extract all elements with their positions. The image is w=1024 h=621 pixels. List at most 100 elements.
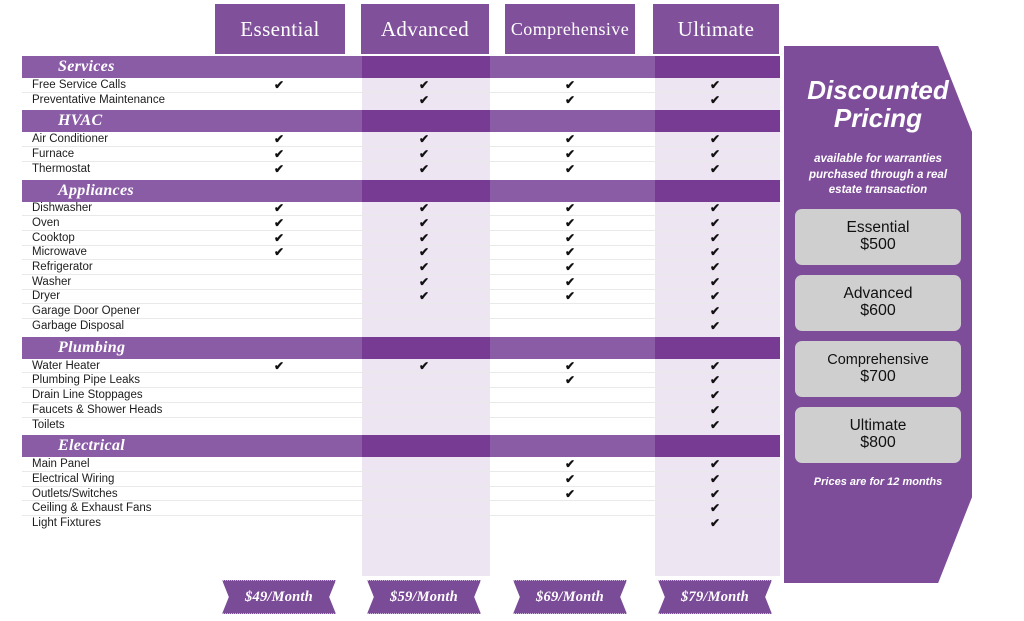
- feature-row: Dishwasher✔✔✔✔: [22, 202, 780, 217]
- check-icon: ✔: [709, 274, 721, 289]
- check-icon: ✔: [273, 230, 285, 245]
- section-header-electrical: Electrical: [22, 435, 780, 458]
- check-icon: ✔: [564, 289, 576, 304]
- check-icon: ✔: [709, 402, 721, 417]
- section-rows: Water Heater✔✔✔✔Plumbing Pipe Leaks✔✔Dra…: [22, 359, 780, 432]
- section-header-segment: [655, 179, 780, 202]
- check-icon: ✔: [564, 77, 576, 92]
- price-box-plan-name: Essential: [846, 219, 910, 237]
- feature-label: Dryer: [32, 290, 61, 303]
- feature-label: Oven: [32, 217, 60, 230]
- check-icon: ✔: [564, 146, 576, 161]
- feature-row: Ceiling & Exhaust Fans✔: [22, 501, 780, 517]
- plan-tab-comprehensive[interactable]: Comprehensive: [505, 4, 635, 54]
- feature-label: Furnace: [32, 147, 75, 160]
- monthly-price-label: $49/Month: [222, 580, 336, 614]
- section-rows: Dishwasher✔✔✔✔Oven✔✔✔✔Cooktop✔✔✔✔Microwa…: [22, 202, 780, 334]
- monthly-ribbon-comprehensive[interactable]: $69/Month: [513, 580, 627, 614]
- feature-row: Light Fixtures✔: [22, 516, 780, 531]
- check-icon: ✔: [709, 93, 721, 108]
- check-icon: ✔: [273, 132, 285, 147]
- section-title: Appliances: [58, 181, 134, 199]
- section-header-segment: [655, 110, 780, 133]
- check-icon: ✔: [709, 230, 721, 245]
- feature-label: Dishwasher: [32, 202, 93, 215]
- price-box-amount: $700: [860, 367, 896, 385]
- feature-row: Cooktop ✔ ✔ ✔ ✔: [22, 231, 780, 246]
- feature-label: Garage Door Opener: [32, 305, 141, 318]
- check-icon: ✔: [709, 516, 721, 531]
- check-icon: ✔: [418, 260, 430, 275]
- section-header-segment: [362, 336, 490, 359]
- feature-row: Toilets✔: [22, 418, 780, 433]
- check-icon: ✔: [709, 457, 721, 472]
- check-icon: ✔: [564, 201, 576, 216]
- feature-row: Outlets/Switches✔✔: [22, 487, 780, 502]
- check-icon: ✔: [564, 216, 576, 231]
- check-icon: ✔: [418, 216, 430, 231]
- price-box-amount: $800: [860, 434, 896, 452]
- check-icon: ✔: [273, 146, 285, 161]
- price-box-plan-name: Advanced: [843, 285, 913, 303]
- check-icon: ✔: [564, 373, 576, 388]
- discounted-pricing-panel: Discounted Pricing available for warrant…: [784, 46, 972, 583]
- section-rows: Main Panel✔✔Electrical Wiring✔✔Outlets/S…: [22, 457, 780, 530]
- column-band-comprehensive: [490, 56, 655, 576]
- section-title: Services: [58, 58, 115, 75]
- feature-label: Outlets/Switches: [32, 487, 118, 500]
- feature-label: Toilets: [32, 418, 65, 431]
- section-rows: Free Service Calls✔✔✔✔Preventative Maint…: [22, 78, 780, 107]
- check-icon: ✔: [709, 146, 721, 161]
- feature-row: Drain Line Stoppages✔: [22, 388, 780, 403]
- section-header-services: Services: [22, 56, 780, 78]
- check-icon: ✔: [709, 162, 721, 177]
- check-icon: ✔: [709, 501, 721, 516]
- monthly-ribbon-advanced[interactable]: $59/Month: [367, 580, 481, 614]
- check-icon: ✔: [418, 93, 430, 108]
- plan-tab-advanced[interactable]: Advanced: [361, 4, 489, 54]
- feature-label: Thermostat: [32, 163, 91, 176]
- check-icon: ✔: [418, 77, 430, 92]
- check-icon: ✔: [564, 457, 576, 472]
- feature-row: Refrigerator✔✔✔: [22, 260, 780, 275]
- price-box-amount: $600: [860, 302, 896, 320]
- price-box-comprehensive[interactable]: Comprehensive$700: [795, 340, 961, 397]
- feature-label: Drain Line Stoppages: [32, 389, 143, 402]
- monthly-ribbon-ultimate[interactable]: $79/Month: [658, 580, 772, 614]
- check-icon: ✔: [564, 274, 576, 289]
- feature-row: Preventative Maintenance✔✔✔: [22, 93, 780, 108]
- feature-row: Dryer✔✔✔: [22, 290, 780, 305]
- feature-label: Electrical Wiring: [32, 472, 115, 485]
- price-box-essential[interactable]: Essential$500: [795, 208, 961, 265]
- plan-tab-essential[interactable]: Essential: [215, 4, 345, 54]
- check-icon: ✔: [418, 274, 430, 289]
- price-box-advanced[interactable]: Advanced$600: [795, 274, 961, 331]
- feature-label: Preventative Maintenance: [32, 94, 165, 107]
- feature-row: Plumbing Pipe Leaks✔✔: [22, 373, 780, 389]
- check-icon: ✔: [709, 471, 721, 486]
- feature-label: Free Service Calls: [32, 78, 126, 91]
- monthly-ribbon-essential[interactable]: $49/Month: [222, 580, 336, 614]
- section-header-segment: [655, 336, 780, 359]
- feature-label: Garbage Disposal: [32, 320, 125, 333]
- feature-label: Washer: [32, 275, 72, 288]
- check-icon: ✔: [564, 230, 576, 245]
- monthly-price-label: $79/Month: [658, 580, 772, 614]
- check-icon: ✔: [709, 304, 721, 319]
- check-icon: ✔: [418, 230, 430, 245]
- section-rows: Air Conditioner✔✔✔✔Furnace✔✔✔✔Thermostat…: [22, 132, 780, 176]
- feature-label: Cooktop: [32, 231, 75, 244]
- price-box-amount: $500: [860, 236, 896, 254]
- check-icon: ✔: [418, 289, 430, 304]
- price-box-ultimate[interactable]: Ultimate$800: [795, 406, 961, 463]
- feature-row: Garbage Disposal✔: [22, 319, 780, 334]
- check-icon: ✔: [418, 162, 430, 177]
- plan-tab-ultimate[interactable]: Ultimate: [653, 4, 779, 54]
- check-icon: ✔: [709, 216, 721, 231]
- feature-row: Oven✔✔✔✔: [22, 216, 780, 231]
- feature-label: Refrigerator: [32, 261, 93, 274]
- check-icon: ✔: [709, 260, 721, 275]
